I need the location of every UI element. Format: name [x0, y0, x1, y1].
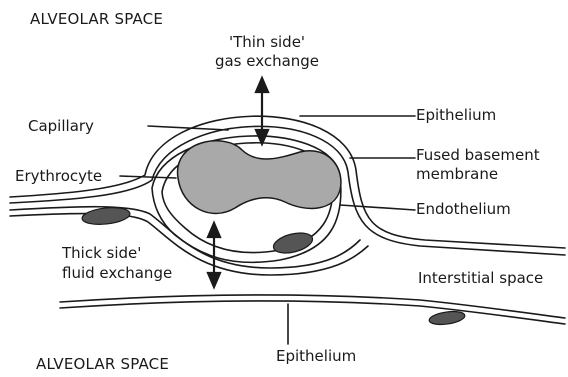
endothelium-leader [340, 205, 415, 210]
label-alveolar-space-bottom: ALVEOLAR SPACE [36, 355, 169, 373]
label-fused-basement-line2: membrane [416, 165, 498, 183]
label-thin-side-line2: gas exchange [202, 52, 332, 70]
thin-side-arrow-head-top [256, 78, 268, 92]
label-erythrocyte: Erythrocyte [15, 167, 102, 185]
label-alveolar-space-top: ALVEOLAR SPACE [30, 10, 163, 28]
label-epithelium-bottom: Epithelium [276, 347, 356, 365]
thick-side-arrow-head-bottom [208, 273, 220, 287]
label-interstitial-space: Interstitial space [418, 269, 543, 287]
nucleus-center [271, 229, 314, 256]
erythrocyte-shape [178, 141, 341, 214]
label-capillary: Capillary [28, 117, 94, 135]
nucleus-left [81, 206, 130, 227]
label-endothelium: Endothelium [416, 200, 511, 218]
nucleus-right [428, 310, 465, 327]
label-fused-basement-line1: Fused basement [416, 146, 540, 164]
thick-side-arrow-head-top [208, 223, 220, 237]
label-epithelium-top: Epithelium [416, 106, 496, 124]
label-thin-side-line1: 'Thin side' [212, 33, 322, 51]
thin-side-arrow-head-bottom [256, 130, 268, 144]
lower-epithelium-line-2 [60, 301, 565, 324]
label-thick-side-line1: Thick side' [62, 244, 141, 262]
label-thick-side-line2: fluid exchange [62, 264, 172, 282]
